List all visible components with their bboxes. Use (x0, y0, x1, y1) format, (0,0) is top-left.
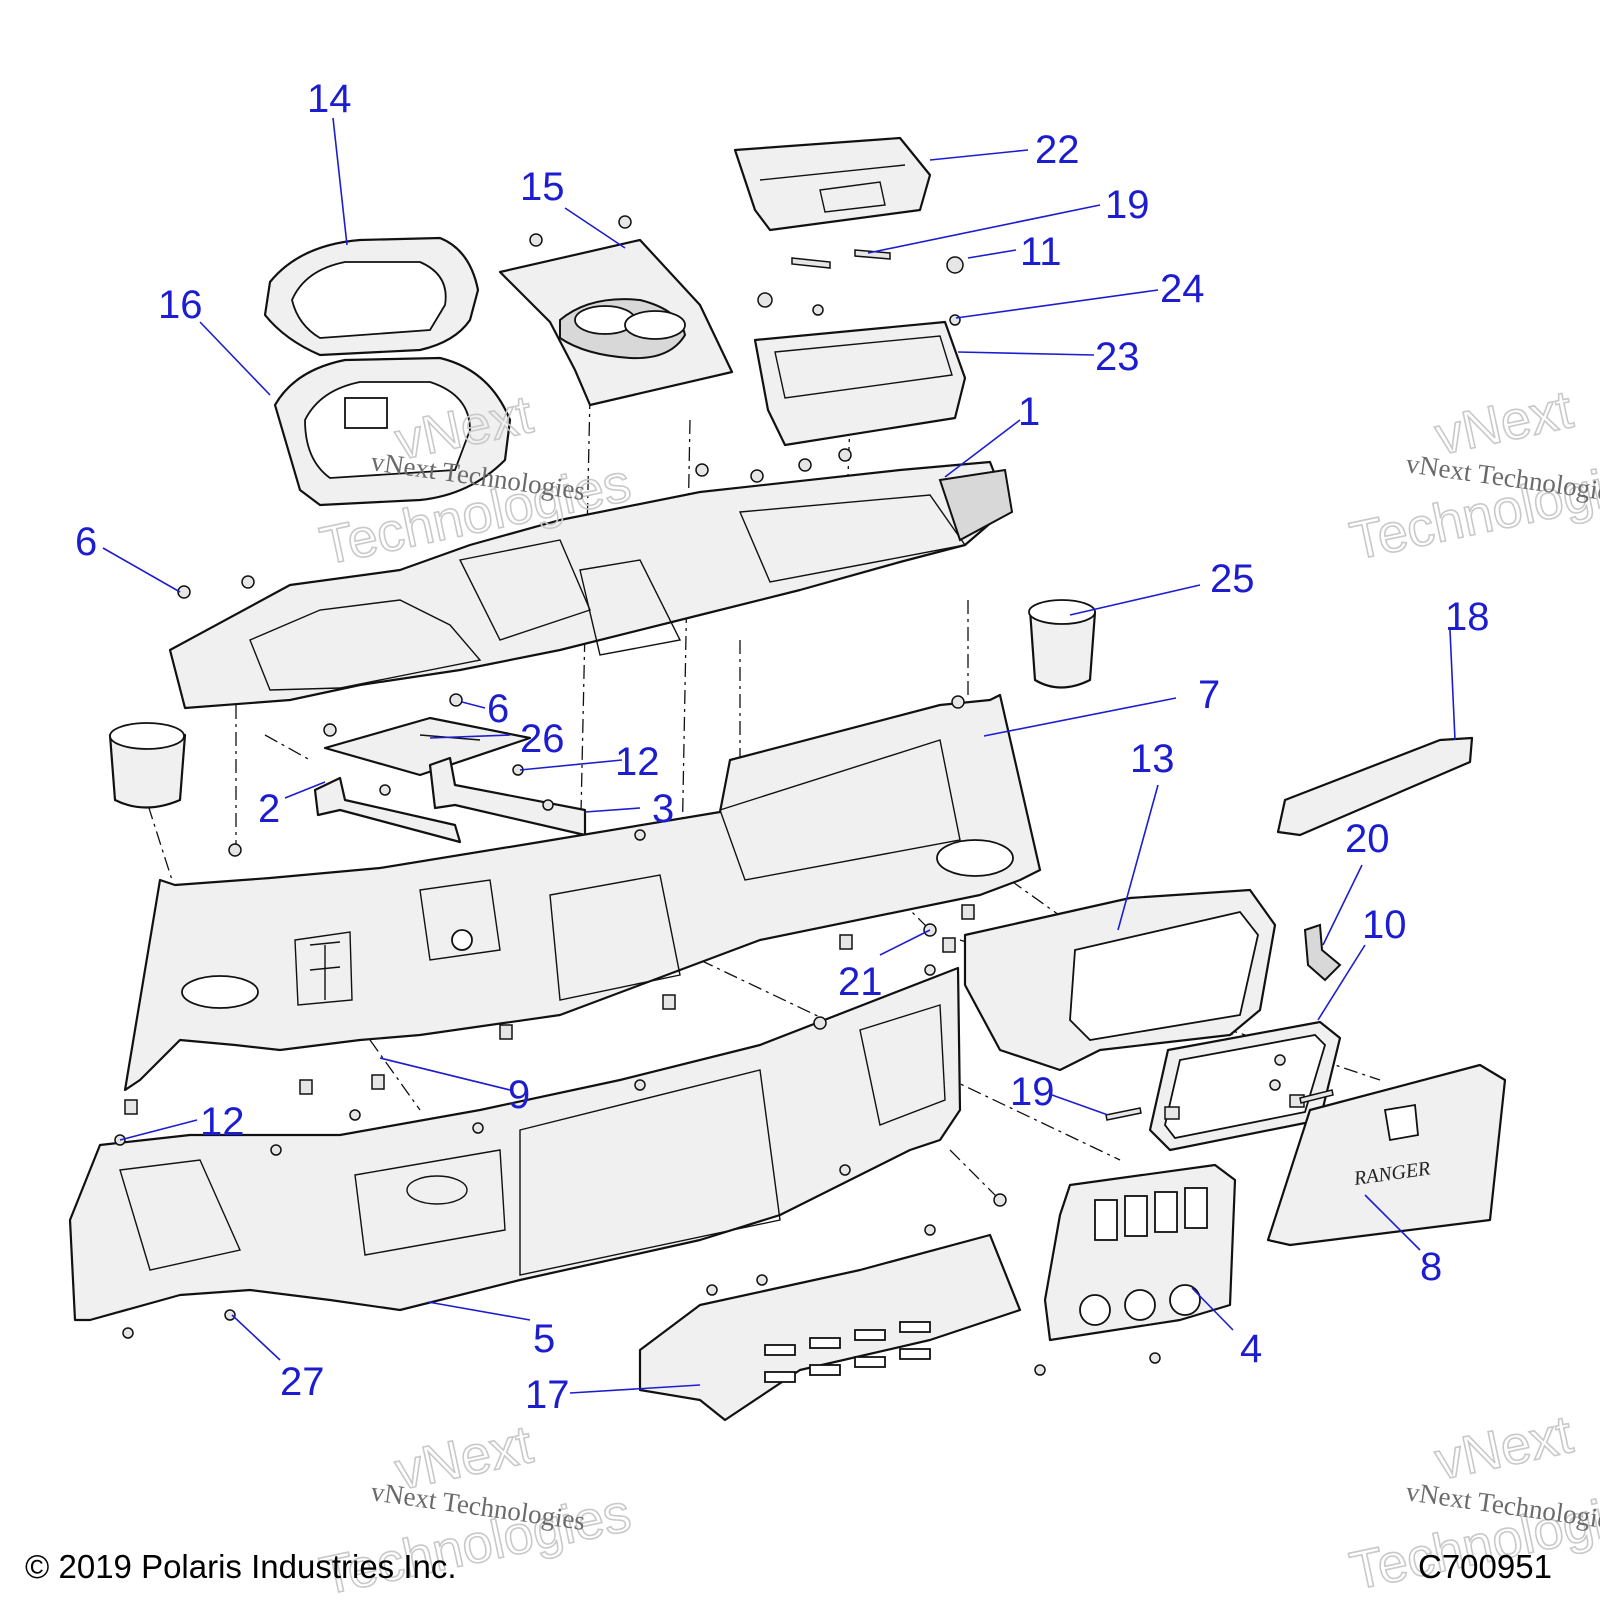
part-5-lower-dash (68, 966, 962, 1322)
callout-19-top: 19 (1105, 183, 1150, 227)
callout-18: 18 (1445, 595, 1490, 639)
part-17-instrument-bezel (263, 236, 480, 357)
part-22-storage-lid (733, 136, 932, 232)
part-14-lower-panel (638, 1233, 1022, 1422)
callout-21: 21 (838, 960, 883, 1004)
callout-10: 10 (1362, 903, 1407, 947)
callout-12-top: 12 (615, 740, 660, 784)
cup-insert-left (108, 722, 187, 809)
callout-23: 23 (1095, 335, 1140, 379)
callout-7: 7 (1198, 673, 1220, 717)
callout-5: 5 (533, 1317, 555, 1361)
part-3-bracket (428, 756, 587, 837)
callout-20: 20 (1345, 817, 1390, 861)
callout-16: 16 (158, 283, 203, 327)
callout-19-bottom: 19 (1010, 1070, 1055, 1114)
fasteners (114, 215, 1334, 1376)
copyright-notice: © 2019 Polaris Industries Inc. (25, 1548, 457, 1585)
callout-11: 11 (1020, 230, 1062, 274)
callout-27: 27 (280, 1360, 325, 1404)
callout-8: 8 (1420, 1245, 1442, 1289)
callout-15: 15 (520, 165, 565, 209)
callout-4: 4 (1240, 1327, 1262, 1371)
part-8-glovebox-door: RANGER (1266, 1063, 1507, 1247)
part-16-gauge-housing (273, 356, 512, 507)
callout-numbers: 14 16 15 22 19 11 24 23 1 6 25 18 6 7 26… (75, 77, 1490, 1417)
part-2-bracket (313, 776, 462, 844)
diagram-code: C700951 (1418, 1548, 1552, 1585)
callout-25: 25 (1210, 557, 1255, 601)
callout-9: 9 (508, 1073, 530, 1117)
callout-12-bottom: 12 (200, 1100, 245, 1144)
watermark-vnext-4: vNext (1430, 1404, 1578, 1491)
part-23-storage-box (753, 320, 967, 447)
callout-24: 24 (1160, 267, 1205, 311)
part-20-switch (1303, 923, 1342, 982)
callout-3: 3 (652, 787, 674, 831)
part-25-cup-insert (1028, 599, 1097, 689)
part-13-cluster-housing (963, 888, 1277, 1072)
callout-2: 2 (258, 787, 280, 831)
callout-14: 17 (525, 1373, 570, 1417)
callout-26: 26 (520, 717, 565, 761)
callout-6-left: 6 (75, 520, 97, 564)
part-1-upper-dash (168, 460, 1014, 710)
callout-22: 22 (1035, 128, 1080, 172)
callout-1: 1 (1018, 390, 1040, 434)
callout-6-center: 6 (487, 687, 509, 731)
part-4-switch-panel (1043, 1163, 1237, 1342)
callout-13: 13 (1130, 737, 1175, 781)
part-18-trim-strip (1276, 736, 1474, 837)
callout-17: 14 (307, 77, 352, 121)
part-15-cupholder-tray (498, 238, 734, 407)
part-7-dash-frame (123, 693, 1042, 1092)
leader-lines (102, 117, 1456, 1394)
